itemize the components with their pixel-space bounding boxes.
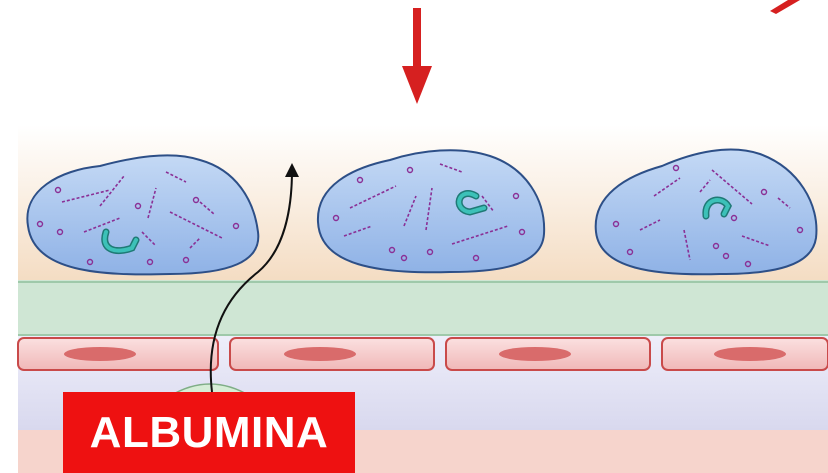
endothelial-nucleus (284, 347, 356, 361)
endothelial-nucleus (499, 347, 571, 361)
basement-band (18, 280, 828, 336)
albumina-label-box: ALBUMINA (63, 392, 355, 473)
down-arrow-icon (402, 8, 432, 104)
endothelial-nucleus (714, 347, 786, 361)
endothelial-nucleus (64, 347, 136, 361)
endothelial-row (18, 338, 828, 370)
red-accent-stroke (770, 0, 800, 14)
albumina-label: ALBUMINA (90, 408, 329, 458)
